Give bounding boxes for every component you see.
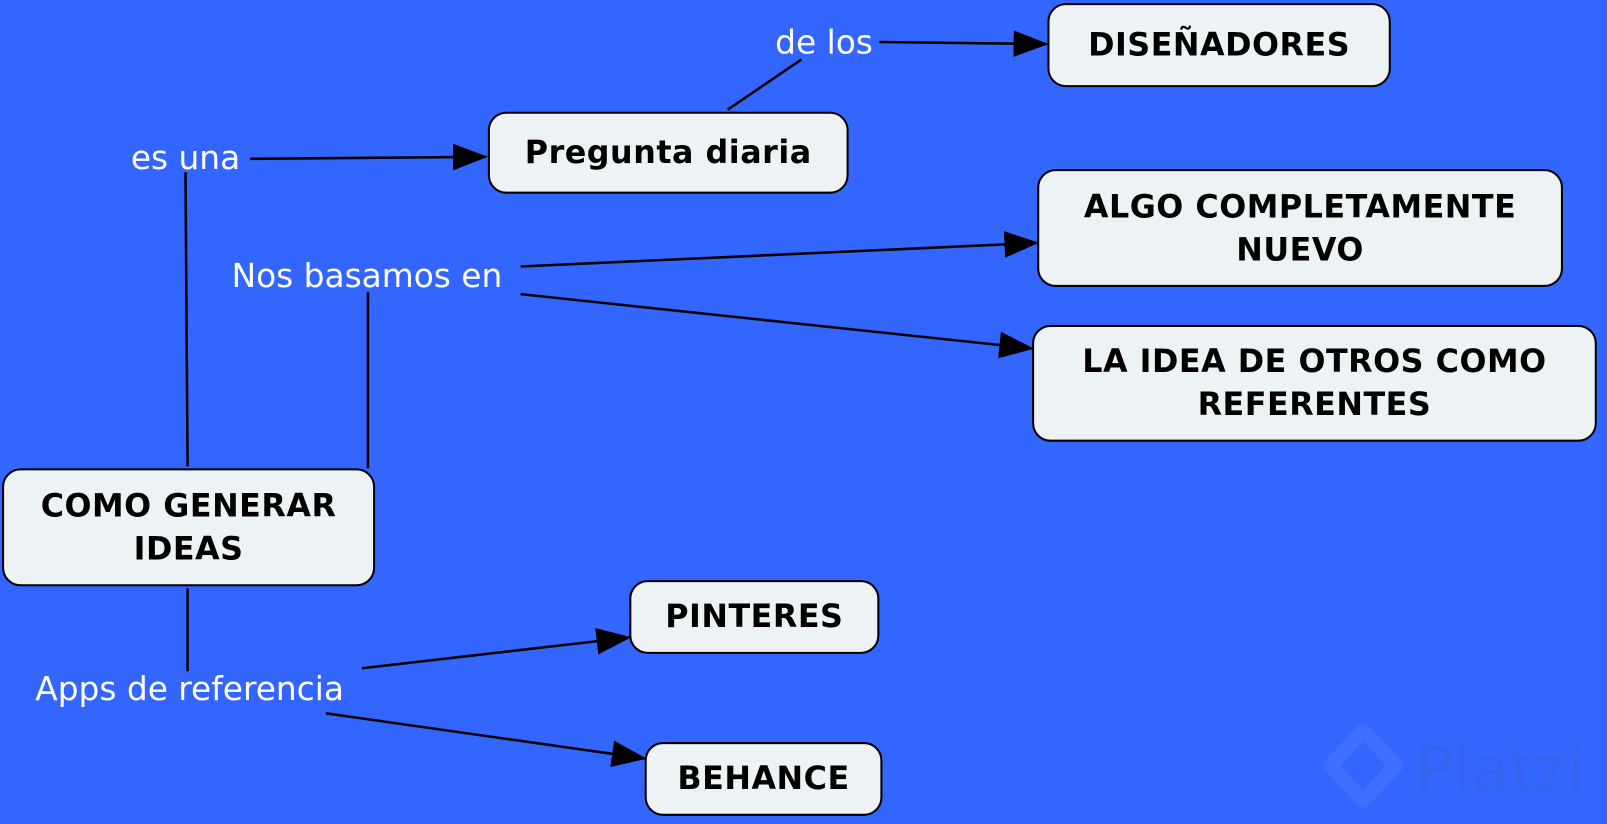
platzi-logo-icon xyxy=(1323,723,1404,808)
node-pregunta-diaria[interactable]: Pregunta diaria xyxy=(487,111,849,194)
arrow-es-una-pregunta xyxy=(250,143,488,171)
arrow-de-los-disenadores xyxy=(879,30,1049,57)
link-label-apps-de-referencia: Apps de referencia xyxy=(35,669,344,709)
node-como-generar-ideas[interactable]: COMO GENERAR IDEAS xyxy=(2,468,376,587)
node-behance[interactable]: BEHANCE xyxy=(644,742,883,816)
arrow-nos-basamos-nuevo xyxy=(520,231,1040,268)
line-root-es-una xyxy=(184,172,189,467)
node-algo-completamente-nuevo[interactable]: ALGO COMPLETAMENTE NUEVO xyxy=(1037,169,1563,287)
node-disenadores[interactable]: DISEÑADORES xyxy=(1047,3,1391,88)
node-pinteres[interactable]: PINTERES xyxy=(629,580,880,654)
link-label-de-los: de los xyxy=(775,22,873,62)
watermark-text: Platzi xyxy=(1414,731,1586,807)
node-idea-de-otros[interactable]: LA IDEA DE OTROS COMO REFERENTES xyxy=(1032,324,1597,442)
arrow-nos-basamos-otros xyxy=(520,292,1035,359)
line-pregunta-de-los xyxy=(726,58,803,111)
arrow-apps-pinteres xyxy=(361,627,632,670)
link-label-nos-basamos-en: Nos basamos en xyxy=(231,256,503,296)
platzi-watermark: Platzi xyxy=(1322,723,1585,815)
arrow-apps-behance xyxy=(325,712,647,768)
link-label-es-una: es una xyxy=(130,138,241,178)
